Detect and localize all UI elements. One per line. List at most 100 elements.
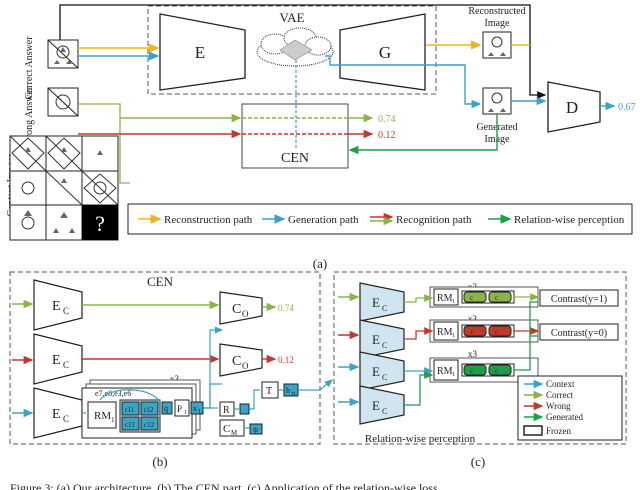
svg-text:C: C xyxy=(382,304,387,313)
psi: ψ xyxy=(253,425,258,434)
discriminator-score: 0.67 xyxy=(618,102,636,113)
svg-text:C: C xyxy=(63,306,69,316)
cen-title: CEN xyxy=(147,274,174,289)
rel-encoder-4: E C xyxy=(359,385,405,425)
cen-encoder-3: E C xyxy=(33,387,83,439)
generator-block xyxy=(339,13,426,91)
figure-caption: Figure 3: (a) Our architecture. (b) The … xyxy=(10,481,438,490)
relation-footer: Relation-wise perception xyxy=(365,433,476,445)
svg-text:M: M xyxy=(231,429,238,437)
svg-text:E: E xyxy=(372,364,380,379)
svg-text:c: c xyxy=(495,328,498,336)
svg-text:C: C xyxy=(223,423,230,435)
wrong-answer-tile xyxy=(47,87,79,117)
legend-relation: Relation-wise perception xyxy=(514,214,625,226)
svg-text:C: C xyxy=(232,302,241,317)
svg-text:RM: RM xyxy=(437,293,453,304)
reconstructed-image-tile xyxy=(482,31,512,59)
svg-text:1: 1 xyxy=(452,299,455,305)
encoder-block xyxy=(159,13,246,91)
svg-text:O: O xyxy=(242,309,249,319)
relation-panel xyxy=(333,271,627,445)
svg-text:RM: RM xyxy=(94,410,111,422)
svg-text:O: O xyxy=(242,361,249,371)
r11: r11 xyxy=(125,406,135,414)
legend-wrong: Wrong xyxy=(546,401,571,411)
rel-encoder-3: E C xyxy=(359,351,405,391)
legend-reconstruction: Reconstruction path xyxy=(164,214,253,226)
svg-text:n: n xyxy=(292,391,295,397)
svg-text:c: c xyxy=(495,367,498,375)
svg-text:E: E xyxy=(52,299,61,314)
discriminator-block xyxy=(547,81,601,133)
rm1-box xyxy=(87,401,117,429)
svg-text:P: P xyxy=(177,404,182,414)
svg-text:E: E xyxy=(52,407,61,422)
generator-label: G xyxy=(379,43,391,62)
svg-text:C: C xyxy=(63,414,69,424)
svg-text:RM: RM xyxy=(437,327,453,338)
svg-text:x: x xyxy=(193,404,197,413)
svg-text:C: C xyxy=(232,354,241,369)
encoder-label: E xyxy=(195,43,205,62)
svg-text:Contrast(y=1): Contrast(y=1) xyxy=(551,294,607,305)
cen-encoder-2: E C xyxy=(33,333,83,385)
legend-generated: Generated xyxy=(546,412,583,422)
cen-panel xyxy=(9,271,321,445)
svg-text:C: C xyxy=(382,373,387,382)
reconstructed-label-2: Image xyxy=(485,18,511,29)
svg-text:RM: RM xyxy=(437,366,453,377)
psi-box xyxy=(249,423,263,435)
svg-text:1: 1 xyxy=(184,410,187,416)
svg-text:c: c xyxy=(470,294,473,302)
rm-row-wrong: x3 RM 1 r c xyxy=(429,314,539,343)
caption-b: (b) xyxy=(152,454,167,469)
cen-e-list: e7,e8,e3,e6 xyxy=(95,389,131,398)
relation-wise-path xyxy=(348,114,498,155)
context-grid: ? xyxy=(9,135,119,241)
vae-label: VAE xyxy=(279,10,304,25)
latent-cloud xyxy=(256,27,334,67)
cen-b-score-correct: 0.74 xyxy=(278,303,294,313)
legend-correct: Correct xyxy=(546,390,573,400)
p-box xyxy=(174,399,190,417)
correct-answer-label: Correct Answer xyxy=(24,36,35,100)
feedback-line xyxy=(59,4,547,99)
discriminator-label: D xyxy=(566,98,578,117)
svg-text:c: c xyxy=(495,294,498,302)
legend-recognition: Recognition path xyxy=(396,214,472,226)
caption-a: (a) xyxy=(313,256,327,271)
cen-classifier-1: C O xyxy=(219,291,263,325)
svg-text:1: 1 xyxy=(452,372,455,378)
svg-text:R: R xyxy=(223,405,230,416)
r12: r12 xyxy=(144,406,154,414)
contrast-negative xyxy=(539,323,619,341)
svg-text:E: E xyxy=(372,295,380,310)
svg-text:Contrast(y=0): Contrast(y=0) xyxy=(551,328,607,339)
legend-context: Context xyxy=(546,379,575,389)
cen-encoder-1: E C xyxy=(33,279,83,331)
generated-image-tile xyxy=(482,87,512,115)
svg-text:E: E xyxy=(52,353,61,368)
svg-text:h: h xyxy=(286,386,290,395)
q-box xyxy=(161,401,173,415)
cen-score-correct: 0.74 xyxy=(378,114,396,125)
vae-box xyxy=(147,5,437,95)
legend-frozen: Frozen xyxy=(546,426,571,436)
svg-text:C: C xyxy=(63,360,69,370)
svg-text:1: 1 xyxy=(198,409,201,415)
caption-c: (c) xyxy=(471,454,485,469)
cen-score-wrong: 0.12 xyxy=(378,130,396,141)
context-line xyxy=(78,103,130,184)
svg-text:1: 1 xyxy=(452,333,455,339)
question-mark: ? xyxy=(95,211,105,236)
svg-text:x3: x3 xyxy=(468,349,478,359)
c12: c12 xyxy=(144,421,155,429)
generation-path-out xyxy=(325,55,482,109)
cen-x3: x3 xyxy=(170,374,180,384)
svg-text:x3: x3 xyxy=(468,314,478,324)
svg-text:1: 1 xyxy=(111,416,115,424)
legend-a xyxy=(127,203,633,235)
